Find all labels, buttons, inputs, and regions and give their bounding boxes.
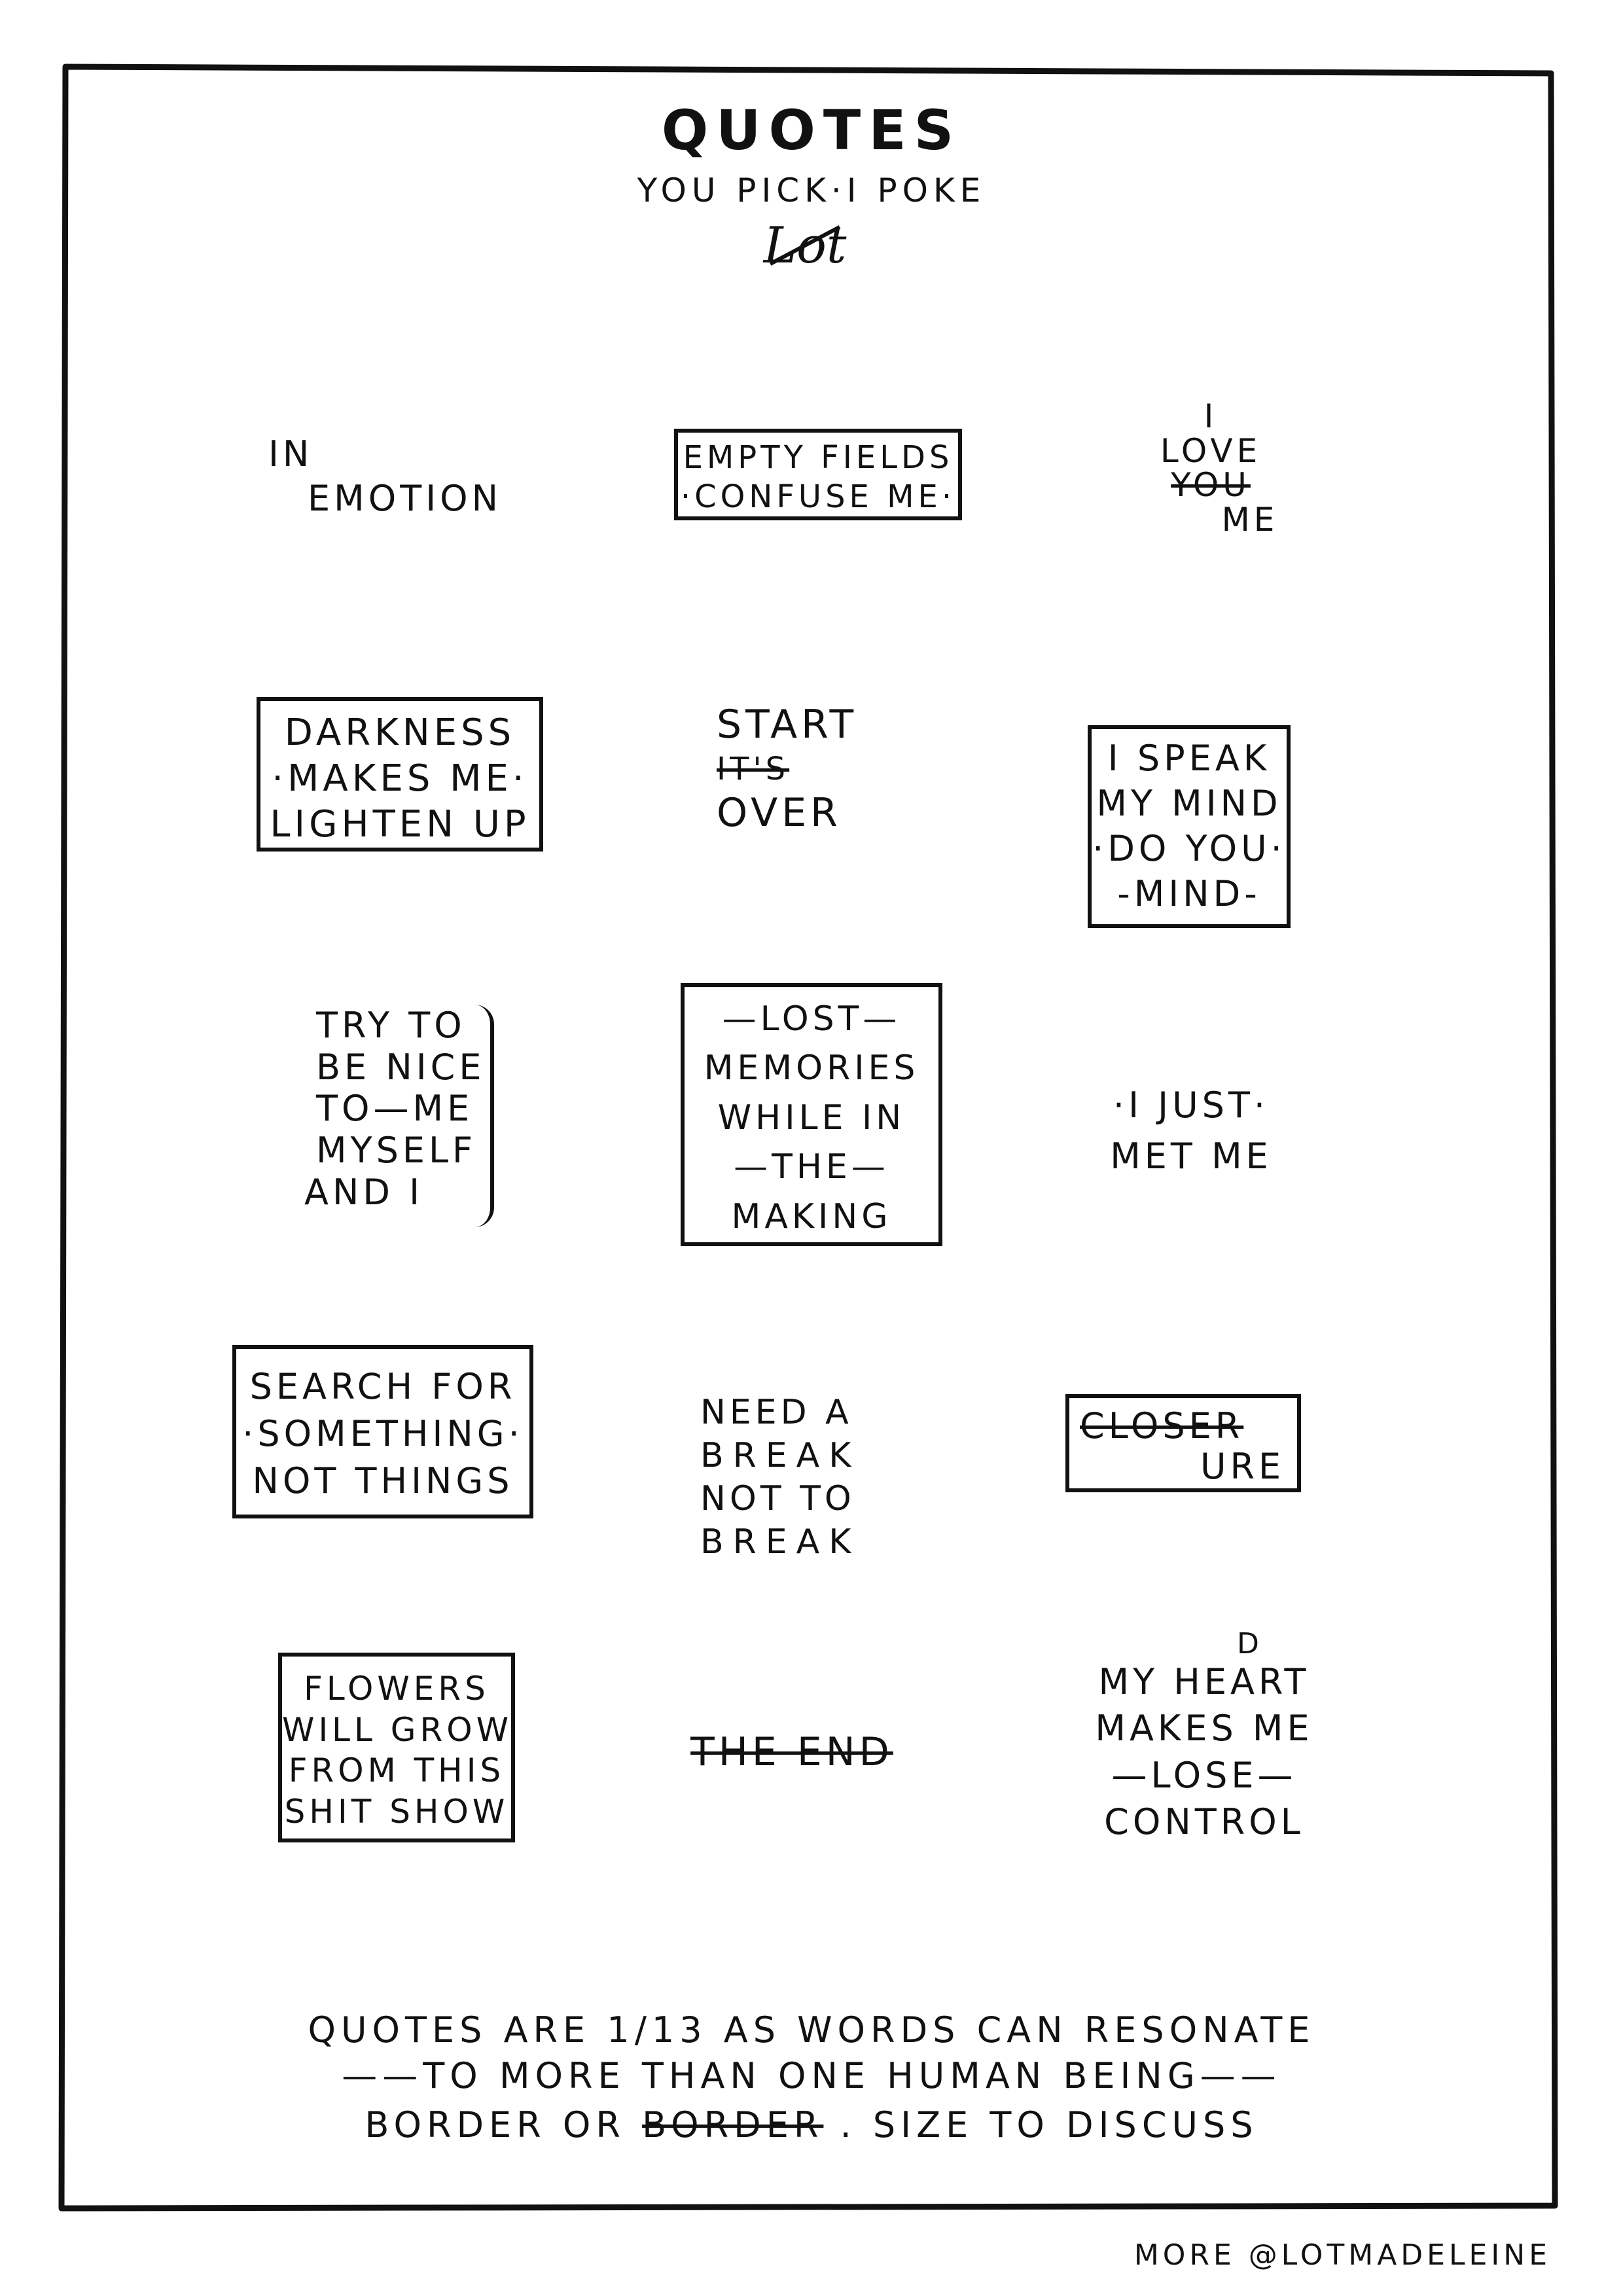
- quote-line: ·CONFUSE ME·: [680, 478, 956, 515]
- footer-line-2: ——TO MORE THAN ONE HUMAN BEING——: [342, 2055, 1281, 2096]
- quote-lost-memories: —LOST— MEMORIES WHILE IN —THE— MAKING: [681, 983, 942, 1246]
- footer-border-or: BORDER OR: [365, 2104, 626, 2145]
- quote-empty-fields: EMPTY FIELDS ·CONFUSE ME·: [674, 429, 962, 520]
- quote-line: LIGHTEN UP: [270, 803, 530, 846]
- quote-line: ·MAKES ME·: [272, 757, 528, 800]
- footer-line-3: BORDER OR BORDER . SIZE TO DISCUSS: [0, 2104, 1623, 2145]
- quote-flowers-will-grow: FLOWERS WILL GROW FROM THIS SHIT SHOW: [278, 1653, 515, 1842]
- quote-closure: CLOSER URE: [1065, 1394, 1301, 1492]
- quote-line-struck: THE END: [690, 1729, 893, 1775]
- quote-line: -MIND-: [1117, 873, 1261, 915]
- quote-my-heart: D MY HEART MAKES ME —LOSE— CONTROL: [1080, 1630, 1329, 1845]
- quote-line: MAKES ME: [1095, 1708, 1313, 1749]
- quote-line: I SPEAK: [1107, 738, 1271, 779]
- quote-line: LOVE: [1160, 431, 1262, 470]
- quote-line: MET ME: [1110, 1136, 1272, 1177]
- quote-line: BREAK: [700, 1522, 861, 1562]
- quote-the-end: THE END: [648, 1728, 936, 1777]
- quote-line: ·DO YOU·: [1092, 828, 1286, 870]
- footer-line-1: QUOTES ARE 1/13 AS WORDS CAN RESONATE: [308, 2009, 1315, 2051]
- quote-line: EMOTION: [308, 477, 503, 519]
- quote-line: D: [1237, 1627, 1263, 1660]
- footer-size-to-discuss: . SIZE TO DISCUSS: [840, 2104, 1258, 2145]
- quote-try-to-be-nice: TRY TO BE NICE TO—ME MYSELF AND I: [298, 1005, 494, 1227]
- quote-line: START: [717, 702, 858, 747]
- quote-start-over: START IT'S OVER: [717, 700, 913, 838]
- quote-in-emotion: IN EMOTION: [268, 432, 543, 520]
- quote-i-just-met-me: ·I JUST· MET ME: [1086, 1080, 1296, 1183]
- page-subtitle: YOU PICK·I POKE: [637, 171, 986, 209]
- quote-line: BREAK: [700, 1436, 861, 1476]
- quote-line: EMPTY FIELDS: [683, 439, 954, 476]
- quote-line: WHILE IN: [717, 1098, 906, 1138]
- quote-line: ME: [1221, 500, 1279, 539]
- quote-line: BE NICE: [316, 1046, 486, 1088]
- quote-line: ·I JUST·: [1113, 1085, 1270, 1126]
- quote-line: FLOWERS: [304, 1670, 490, 1708]
- quote-line: SHIT SHOW: [284, 1792, 509, 1831]
- quote-darkness: DARKNESS ·MAKES ME· LIGHTEN UP: [257, 697, 543, 852]
- quote-line: AND I: [304, 1171, 424, 1213]
- quote-line-struck: YOU: [1171, 466, 1251, 504]
- quote-line: CONTROL: [1104, 1801, 1304, 1842]
- quote-line: TO—ME: [316, 1088, 474, 1130]
- quote-line: MEMORIES: [704, 1049, 919, 1088]
- quote-line: NOT TO: [700, 1479, 855, 1519]
- quote-line: TRY TO: [316, 1005, 466, 1046]
- quote-line: —LOST—: [722, 999, 901, 1039]
- quote-line: —LOSE—: [1111, 1754, 1297, 1796]
- quote-line: URE: [1200, 1446, 1285, 1488]
- footer-border-struck: BORDER: [642, 2104, 824, 2145]
- page-title: QUOTES: [661, 98, 962, 162]
- quote-i-love-me: I LOVE YOU ME: [1139, 399, 1309, 537]
- quote-line: MY HEART: [1098, 1661, 1310, 1702]
- quote-line: ·SOMETHING·: [242, 1412, 524, 1454]
- quote-search-for-something: SEARCH FOR ·SOMETHING· NOT THINGS: [232, 1345, 533, 1518]
- quote-line: OVER: [717, 790, 842, 836]
- quote-line: SEARCH FOR: [249, 1366, 516, 1407]
- quote-line: NOT THINGS: [252, 1460, 514, 1501]
- quote-line: DARKNESS: [284, 711, 516, 754]
- quote-line-struck: IT'S: [717, 751, 790, 787]
- quote-line: MYSELF: [316, 1130, 477, 1172]
- quote-line: I: [1204, 397, 1218, 435]
- quote-need-a-break: NEED A BREAK NOT TO BREAK: [700, 1391, 923, 1564]
- quote-line: MAKING: [731, 1196, 892, 1236]
- quote-line: MY MIND: [1096, 783, 1282, 825]
- quote-i-speak-my-mind: I SPEAK MY MIND ·DO YOU· -MIND-: [1088, 725, 1291, 928]
- quote-line: NEED A: [700, 1393, 853, 1432]
- quote-line: WILL GROW: [282, 1710, 513, 1749]
- quote-line-struck: CLOSER: [1080, 1405, 1244, 1446]
- quote-line: IN: [268, 433, 313, 475]
- quote-line: FROM THIS: [288, 1751, 505, 1789]
- quote-line: —THE—: [734, 1147, 889, 1187]
- more-link[interactable]: MORE @LOTMADELEINE: [1133, 2238, 1551, 2272]
